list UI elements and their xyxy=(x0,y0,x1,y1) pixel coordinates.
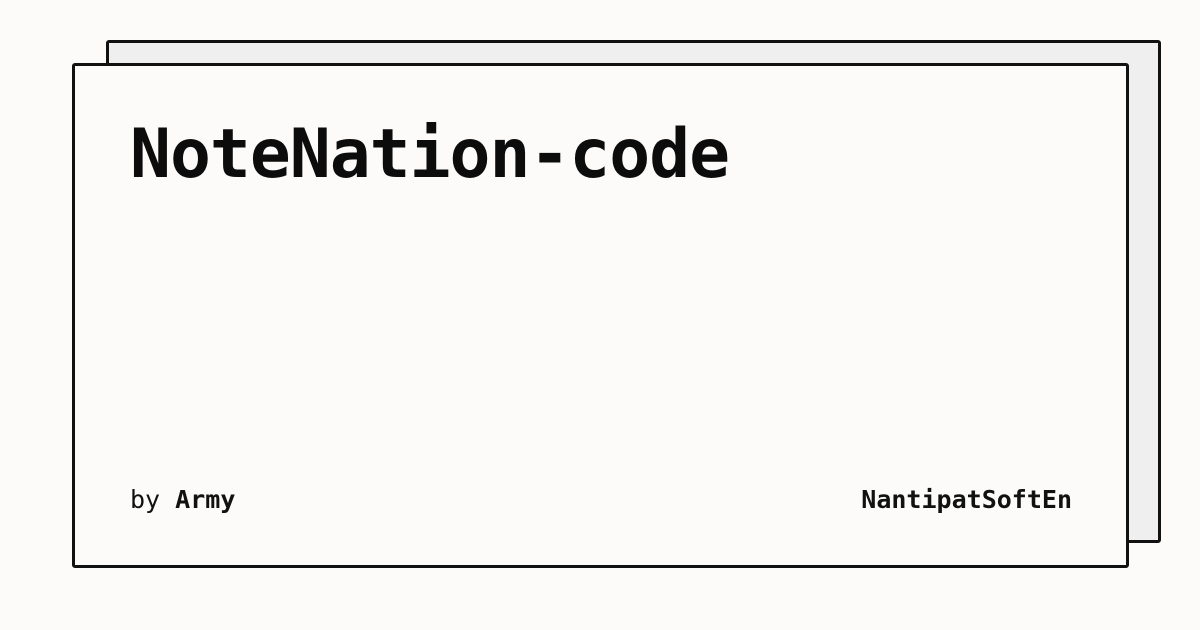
byline-prefix: by xyxy=(130,485,161,514)
card: NoteNation-code by Army NantipatSoftEn xyxy=(72,63,1129,568)
author-name: Army xyxy=(175,485,236,514)
byline: by Army xyxy=(130,484,235,516)
repo-title: NoteNation-code xyxy=(130,115,730,194)
organization-name: NantipatSoftEn xyxy=(861,485,1072,514)
